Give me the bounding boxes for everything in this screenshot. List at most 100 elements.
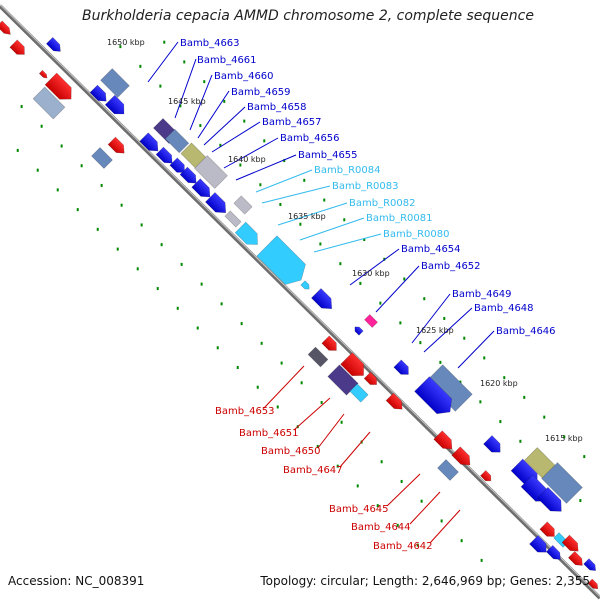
leader-line <box>423 307 473 353</box>
tick-dot <box>243 119 246 123</box>
tick-dot <box>80 164 83 168</box>
gene-feature <box>179 166 197 184</box>
gene-label[interactable]: Bamb_R0084 <box>314 165 380 176</box>
gene-feature <box>354 326 364 336</box>
leader-line <box>293 397 331 431</box>
gene-label[interactable]: Bamb_4648 <box>474 303 534 314</box>
gene-label[interactable]: Bamb_4661 <box>197 55 257 66</box>
gene-label[interactable]: Bamb_4649 <box>452 289 512 300</box>
tick-dot <box>343 218 346 222</box>
gene-shape <box>191 178 211 198</box>
leader-line <box>457 330 495 369</box>
tick-dot <box>56 188 59 192</box>
tick-dot <box>583 455 586 459</box>
gene-shape <box>164 128 190 154</box>
gene-shape <box>539 521 555 537</box>
tick-dot <box>116 247 119 251</box>
tick-dot <box>416 543 419 547</box>
gene-feature <box>349 383 369 403</box>
gene-shape <box>100 68 130 98</box>
gene-label[interactable]: Bamb_R0083 <box>332 181 398 192</box>
scale-label: 1620 kbp <box>480 379 518 388</box>
gene-feature <box>300 280 310 290</box>
gene-label[interactable]: Bamb_4656 <box>280 133 340 144</box>
gene-shape <box>45 36 61 52</box>
gene-label[interactable]: Bamb_4644 <box>351 522 411 533</box>
gene-shape <box>107 136 125 154</box>
tick-dot <box>180 262 183 266</box>
gene-shape <box>583 558 597 572</box>
gene-feature <box>536 486 562 512</box>
gene-label[interactable]: Bamb_4657 <box>262 117 322 128</box>
tick-dot <box>523 395 526 399</box>
tick-dot <box>463 336 466 340</box>
gene-label[interactable]: Bamb_R0081 <box>366 213 432 224</box>
gene-shape <box>529 535 547 553</box>
gene-feature <box>363 371 377 385</box>
tick-dot <box>276 405 279 409</box>
tick-dot <box>440 519 443 523</box>
gene-shape <box>536 486 562 512</box>
tick-dot <box>483 356 486 360</box>
gene-label[interactable]: Bamb_4642 <box>373 541 433 552</box>
leader-line <box>409 491 441 525</box>
gene-label[interactable]: Bamb_4660 <box>214 71 274 82</box>
tick-dot <box>439 360 442 364</box>
tick-dot <box>303 178 306 182</box>
tick-dot <box>20 105 23 109</box>
tick-dot <box>420 499 423 503</box>
gene-label[interactable]: Bamb_4655 <box>298 150 358 161</box>
gene-label[interactable]: Bamb_R0082 <box>349 198 415 209</box>
gene-feature <box>191 178 211 198</box>
gene-shape <box>363 371 377 385</box>
leader-line <box>263 365 305 409</box>
gene-label[interactable]: Bamb_4651 <box>239 428 299 439</box>
gene-feature <box>327 364 359 396</box>
tick-dot <box>319 242 322 246</box>
gene-shape <box>433 430 453 450</box>
gene-label[interactable]: Bamb_R0080 <box>383 229 449 240</box>
tick-dot <box>160 243 163 247</box>
gene-shape <box>354 326 364 336</box>
gene-shape <box>89 84 107 102</box>
tick-dot <box>236 366 239 369</box>
gene-shape <box>541 462 583 504</box>
gene-label[interactable]: Bamb_4652 <box>421 261 481 272</box>
tick-dot <box>359 281 362 285</box>
scale-label: 1625 kbp <box>416 326 454 335</box>
gene-feature <box>567 550 583 566</box>
leader-line <box>349 248 400 286</box>
gene-shape <box>234 221 258 245</box>
leader-line <box>299 217 365 241</box>
gene-label[interactable]: Bamb_4659 <box>231 87 291 98</box>
gene-label[interactable]: Bamb_4646 <box>496 326 556 337</box>
gene-label[interactable]: Bamb_4653 <box>215 406 275 417</box>
tick-dot <box>459 380 462 384</box>
tick-dot <box>280 361 283 365</box>
gene-label[interactable]: Bamb_4654 <box>401 244 461 255</box>
tick-dot <box>76 208 79 212</box>
gene-feature <box>321 335 337 351</box>
tick-dot <box>40 124 43 128</box>
gene-feature <box>91 147 113 169</box>
gene-shape <box>425 364 473 412</box>
tick-dot <box>219 143 222 147</box>
gene-feature <box>107 136 125 154</box>
leader-line <box>429 509 461 544</box>
gene-shape <box>139 132 159 152</box>
gene-label[interactable]: Bamb_4647 <box>283 465 343 476</box>
gene-shape <box>311 288 333 310</box>
tick-dot <box>263 139 266 143</box>
tick-dot <box>16 148 19 152</box>
leader-line <box>313 233 382 253</box>
gene-shape <box>480 470 492 482</box>
gene-shape <box>155 146 173 164</box>
gene-label[interactable]: Bamb_4658 <box>247 102 307 113</box>
gene-label[interactable]: Bamb_4650 <box>261 446 321 457</box>
gene-feature <box>541 462 583 504</box>
gene-shape <box>300 280 310 290</box>
gene-label[interactable]: Bamb_4663 <box>180 38 240 49</box>
gene-label[interactable]: Bamb_4645 <box>329 504 389 515</box>
topology-text: Topology: circular; Length: 2,646,969 bp… <box>260 574 590 588</box>
tick-dot <box>140 223 143 227</box>
